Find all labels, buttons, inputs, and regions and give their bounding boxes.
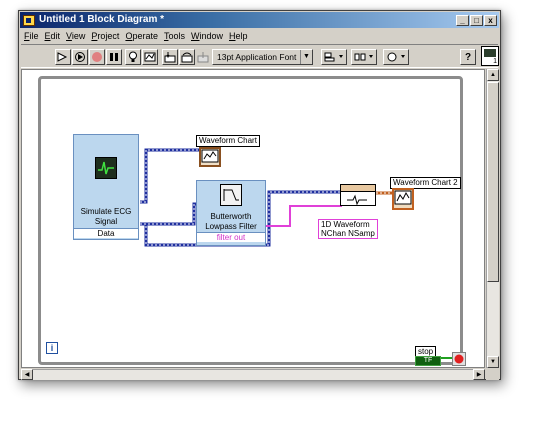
horizontal-scrollbar[interactable]: ◀ ▶	[21, 369, 485, 380]
wire-ecg-to-filter[interactable]	[140, 202, 196, 226]
waveform-build-icon	[347, 194, 367, 206]
menu-tools[interactable]: Tools	[163, 31, 185, 41]
menu-file[interactable]: File	[24, 31, 39, 41]
build-waveform-header	[341, 185, 375, 192]
dropdown-arrow-icon: ▼	[300, 50, 312, 64]
resize-grip-icon[interactable]	[486, 369, 499, 380]
stop-sign-icon	[92, 52, 102, 62]
simulate-ecg-title: Simulate ECG Signal	[80, 207, 132, 226]
loop-condition-terminal[interactable]	[452, 352, 466, 366]
toolbar: 13pt Application Font ▼ ?	[21, 44, 498, 68]
simulate-ecg-express-vi[interactable]: Simulate ECG Signal Data	[73, 134, 139, 240]
scroll-up-arrow-icon[interactable]: ▲	[487, 69, 499, 81]
step-over-icon	[181, 52, 193, 63]
distribute-objects-button[interactable]	[351, 49, 377, 65]
step-into-button[interactable]	[162, 49, 178, 65]
pause-button[interactable]	[106, 49, 122, 65]
maximize-button[interactable]: □	[470, 14, 483, 26]
info-icon[interactable]: i	[46, 342, 58, 354]
menu-edit[interactable]: Edit	[44, 31, 61, 41]
butterworth-filter-express-vi[interactable]: Butterworth Lowpass Filter filter out	[196, 180, 266, 246]
vi-icon-screen	[484, 49, 496, 57]
probe-icon	[144, 52, 156, 62]
simulate-ecg-data-terminal[interactable]: Data	[74, 228, 138, 238]
run-button[interactable]	[55, 49, 71, 65]
align-icon	[324, 52, 343, 62]
waveform-chart-label[interactable]: Waveform Chart	[196, 135, 260, 147]
font-name: 13pt Application Font	[217, 52, 297, 62]
chart-icon	[394, 190, 412, 205]
labview-icon	[23, 14, 35, 26]
window-title: Untitled 1 Block Diagram *	[39, 14, 165, 25]
step-into-icon	[164, 52, 176, 63]
title-bar[interactable]: Untitled 1 Block Diagram * _ □ x	[20, 12, 499, 28]
step-out-icon	[197, 52, 209, 63]
waveform-chart-terminal[interactable]	[199, 147, 221, 167]
abort-button[interactable]	[89, 49, 105, 65]
build-waveform-node[interactable]	[340, 184, 376, 206]
minimize-button[interactable]: _	[456, 14, 469, 26]
text-settings-dropdown[interactable]: 13pt Application Font ▼	[212, 49, 313, 65]
vi-icon[interactable]: 1	[481, 46, 499, 66]
chart-icon	[201, 149, 219, 163]
menu-project[interactable]: Project	[91, 31, 120, 41]
stop-boolean-terminal[interactable]: TF	[415, 356, 441, 366]
butterworth-filter-out-terminal[interactable]: filter out	[197, 232, 265, 242]
menu-view[interactable]: View	[66, 31, 86, 41]
scroll-right-arrow-icon[interactable]: ▶	[473, 369, 485, 380]
retain-wire-values-button[interactable]	[142, 49, 158, 65]
scroll-left-arrow-icon[interactable]: ◀	[21, 369, 33, 380]
help-icon: ?	[464, 51, 472, 63]
butterworth-title: Butterworth Lowpass Filter	[205, 212, 257, 231]
menu-help[interactable]: Help	[229, 31, 248, 41]
step-out-button[interactable]	[196, 49, 210, 65]
lightbulb-icon	[129, 51, 137, 62]
run-continuously-button[interactable]	[72, 49, 88, 65]
block-diagram-window: Untitled 1 Block Diagram * _ □ x File Ed…	[18, 10, 501, 380]
stop-condition-icon	[454, 354, 464, 364]
scroll-down-arrow-icon[interactable]: ▼	[487, 356, 499, 368]
waveform-chart-2-label[interactable]: Waveform Chart 2	[390, 177, 461, 189]
reorder-button[interactable]	[383, 49, 409, 65]
close-button[interactable]: x	[484, 14, 497, 26]
context-help-button[interactable]: ?	[460, 49, 476, 65]
menu-window[interactable]: Window	[191, 31, 224, 41]
distribute-icon	[354, 53, 373, 61]
pause-icon	[110, 53, 118, 61]
highlight-execution-button[interactable]	[125, 49, 141, 65]
run-continuously-icon	[75, 52, 85, 62]
wire-ecg-to-chart[interactable]	[140, 148, 200, 204]
block-diagram-canvas[interactable]: Simulate ECG Signal Data Waveform Chart …	[21, 69, 485, 368]
ecg-waveform-icon	[95, 157, 117, 179]
run-arrow-icon	[57, 52, 68, 62]
vertical-scroll-thumb[interactable]	[487, 82, 499, 282]
vi-icon-number: 1	[493, 58, 497, 65]
vertical-scrollbar[interactable]: ▲ ▼	[486, 69, 499, 368]
reorder-icon	[387, 52, 405, 62]
menu-operate[interactable]: Operate	[125, 31, 158, 41]
align-objects-button[interactable]	[321, 49, 347, 65]
waveform-chart-2-terminal[interactable]	[392, 188, 414, 210]
step-over-button[interactable]	[179, 49, 195, 65]
filter-response-icon	[220, 184, 242, 206]
nchan-nsamp-label[interactable]: 1D Waveform NChan NSamp	[318, 219, 378, 239]
menu-bar: File Edit View Project Operate Tools Win…	[21, 29, 248, 43]
wire-filter-out[interactable]	[266, 205, 342, 227]
